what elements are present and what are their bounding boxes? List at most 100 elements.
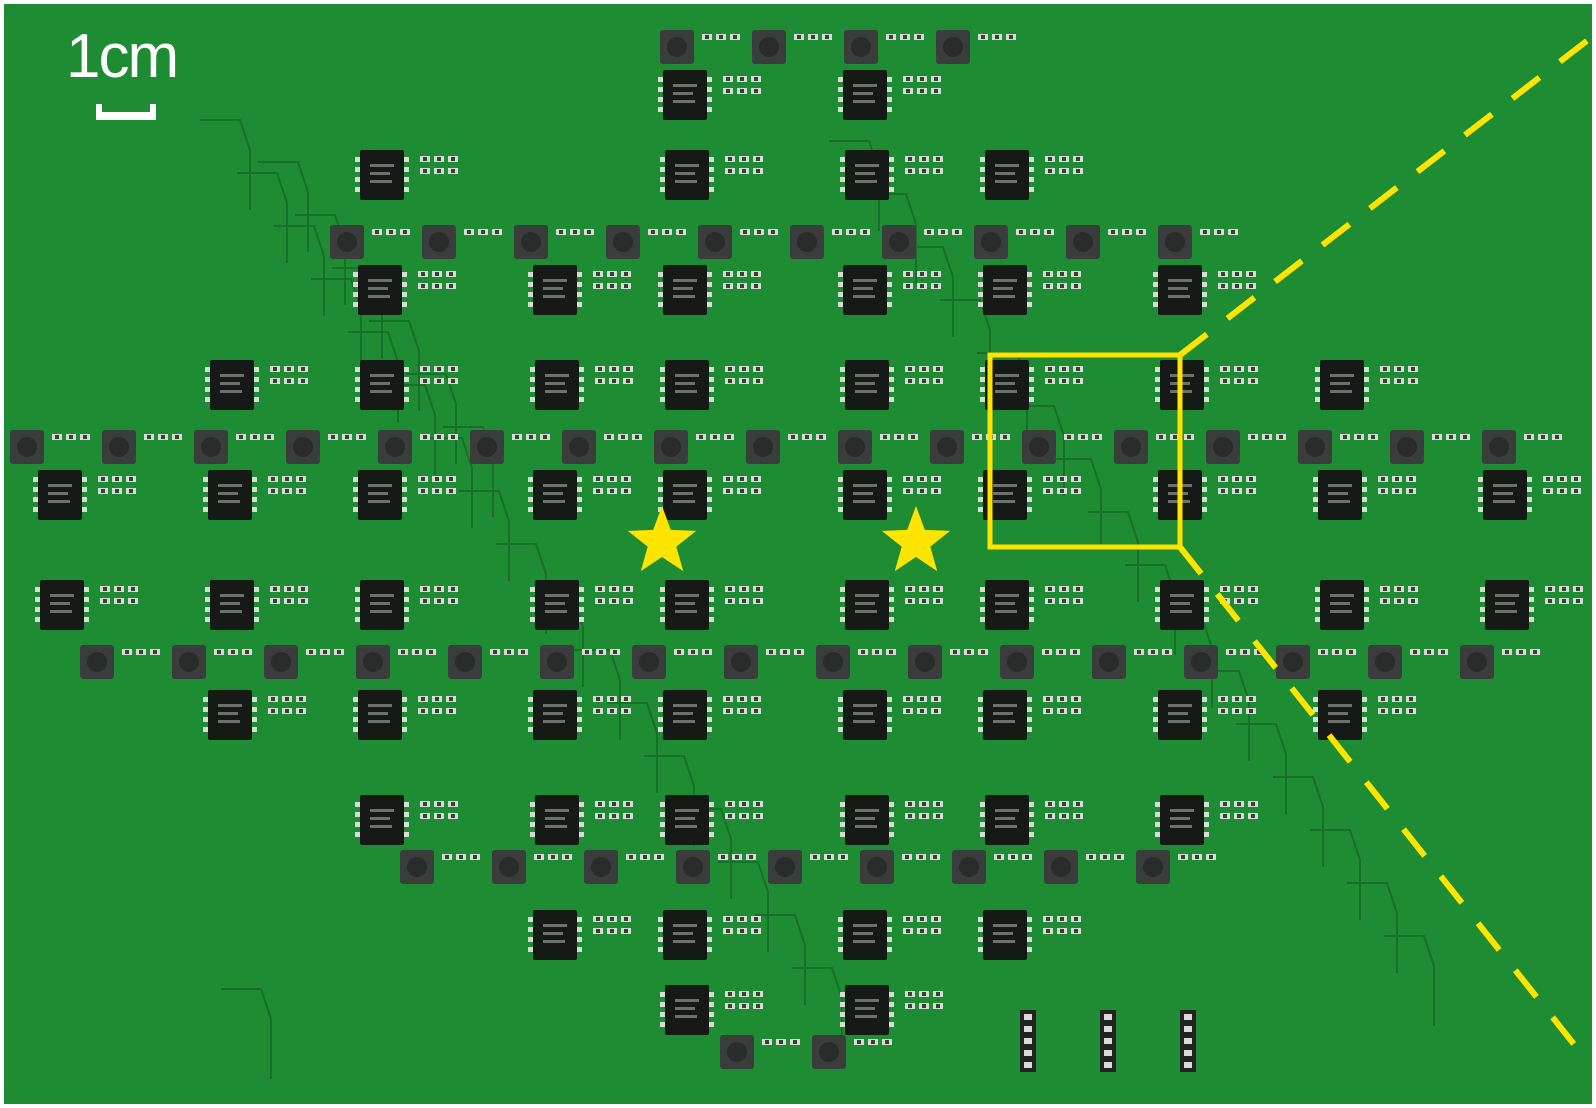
smd-part-body: [273, 599, 277, 603]
ic-pin: [888, 177, 894, 182]
ic-chip: [840, 360, 894, 410]
ic-chip: [530, 580, 584, 630]
inductor-core: [705, 232, 725, 252]
smd-part-body: [1560, 477, 1564, 481]
smd-part-body: [1076, 802, 1080, 806]
smd-part-body: [437, 379, 441, 383]
smd-part-body: [423, 379, 427, 383]
smd-part-body: [1546, 489, 1550, 493]
smd-part-body: [1223, 814, 1227, 818]
smd-part-body: [1059, 650, 1063, 654]
ic-pin: [251, 497, 257, 502]
ic-chip: [980, 580, 1034, 630]
smd-part-body: [1251, 435, 1255, 439]
ic-chip: [1155, 795, 1209, 845]
smd-part-body: [101, 477, 105, 481]
smd-part-body: [1411, 379, 1415, 383]
smd-cluster: [924, 229, 962, 235]
inductor-core: [851, 37, 871, 57]
smd-part-body: [875, 650, 879, 654]
inductor: [172, 645, 206, 679]
inductor-core: [363, 652, 383, 672]
smd-part-body: [819, 435, 823, 439]
ic-marking: [545, 382, 565, 385]
ic-pin: [978, 507, 984, 512]
ic-pin: [1528, 617, 1534, 622]
ic-marking: [1330, 390, 1352, 393]
ic-chip: [980, 150, 1034, 200]
ic-chip: [35, 580, 89, 630]
smd-part-body: [1383, 367, 1387, 371]
smd-part-body: [624, 477, 628, 481]
ic-pin: [1153, 497, 1159, 502]
inductor: [790, 225, 824, 259]
ic-marking: [673, 484, 697, 487]
ic-marking: [368, 279, 392, 282]
inductor-core: [521, 232, 541, 252]
ic-pin: [530, 397, 536, 402]
smd-part-body: [621, 435, 625, 439]
pcb-trace: [1088, 511, 1139, 602]
pcb-trace: [718, 861, 769, 952]
smd-part-body: [598, 802, 602, 806]
ic-pin: [578, 387, 584, 392]
smd-part-body: [421, 477, 425, 481]
ic-pin: [403, 187, 409, 192]
smd-cluster: [52, 434, 90, 440]
pin-header-pin: [1024, 1062, 1032, 1068]
ic-marking: [220, 390, 242, 393]
ic-pin: [660, 832, 666, 837]
ic-marking: [855, 817, 875, 820]
smd-part-body: [756, 587, 760, 591]
smd-part-body: [437, 367, 441, 371]
ic-marking: [1330, 610, 1352, 613]
ic-pin: [1478, 487, 1484, 492]
ic-pin: [978, 927, 984, 932]
smd-part-body: [612, 802, 616, 806]
ic-marking: [543, 712, 563, 715]
smd-part-body: [1048, 157, 1052, 161]
ic-chip: [1313, 470, 1367, 520]
ic-marking: [853, 712, 873, 715]
smd-part-body: [1046, 697, 1050, 701]
ic-pin: [1026, 727, 1032, 732]
inductor: [1092, 645, 1126, 679]
ic-pin: [403, 177, 409, 182]
smd-part-body: [1151, 650, 1155, 654]
ic-pin: [401, 487, 407, 492]
inductor: [378, 430, 412, 464]
smd-part-body: [271, 709, 275, 713]
inductor: [1066, 225, 1100, 259]
ic-chip: [1480, 580, 1534, 630]
inductor-core: [1397, 437, 1417, 457]
ic-marking: [48, 500, 70, 503]
smd-part-body: [936, 802, 940, 806]
ic-pin: [660, 617, 666, 622]
ic-pin: [888, 597, 894, 602]
ic-pin: [838, 727, 844, 732]
ic-pin: [403, 802, 409, 807]
ic-pin: [886, 927, 892, 932]
ic-pin: [1201, 497, 1207, 502]
smd-part-body: [885, 1040, 889, 1044]
smd-cluster: [442, 854, 480, 860]
ic-pin: [1315, 397, 1321, 402]
smd-part-body: [1048, 367, 1052, 371]
ic-pin: [576, 697, 582, 702]
ic-pin: [576, 917, 582, 922]
inductor: [768, 850, 802, 884]
ic-pin: [530, 367, 536, 372]
smd-part-body: [285, 697, 289, 701]
ic-pin: [203, 697, 209, 702]
ic-chip: [353, 470, 407, 520]
smd-part-body: [1033, 230, 1037, 234]
ic-marking: [993, 932, 1013, 935]
smd-cluster: [420, 366, 458, 384]
ic-marking: [995, 382, 1015, 385]
smd-part-body: [624, 917, 628, 921]
smd-part-body: [1383, 599, 1387, 603]
smd-part-body: [1441, 650, 1445, 654]
ic-pin: [978, 917, 984, 922]
smd-part-body: [861, 650, 865, 654]
inductor: [698, 225, 732, 259]
